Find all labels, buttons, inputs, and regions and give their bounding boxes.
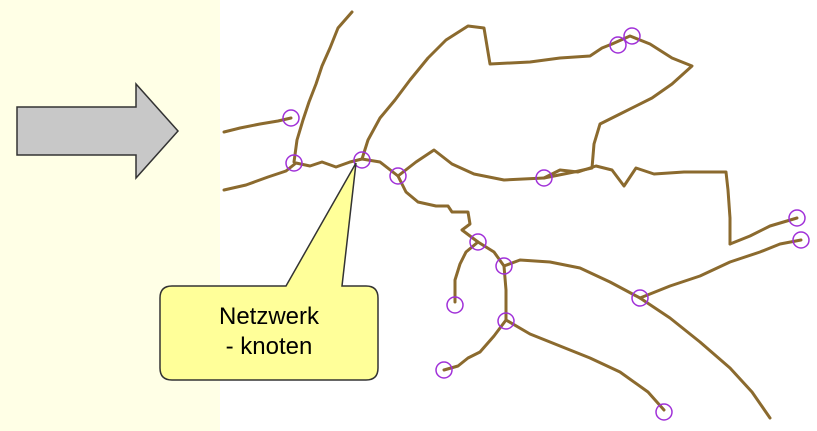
- network-node: [469, 233, 487, 251]
- network-node: [535, 169, 553, 187]
- network-node: [285, 154, 303, 172]
- network-node: [353, 151, 371, 169]
- network-node: [609, 36, 627, 54]
- network-node: [446, 296, 464, 314]
- network-edge: [360, 24, 694, 180]
- network-edge: [453, 240, 480, 304]
- network-edge: [222, 157, 400, 192]
- network-edge: [542, 164, 732, 246]
- network-node: [792, 231, 810, 249]
- network-edge: [502, 258, 642, 300]
- right-arrow-icon: [16, 82, 180, 180]
- network-edge: [638, 238, 803, 300]
- network-node: [623, 27, 641, 45]
- network-node: [655, 403, 673, 421]
- network-edge: [504, 318, 666, 412]
- network-lines: [222, 10, 803, 420]
- network-node: [497, 312, 515, 330]
- network-node: [282, 109, 300, 127]
- network-node: [631, 289, 649, 307]
- network-edge: [292, 10, 354, 164]
- callout-bubble: [159, 162, 379, 381]
- callout-line-2: - knoten: [225, 333, 313, 360]
- network-edge: [442, 318, 508, 372]
- network-edge: [396, 174, 506, 268]
- network-node: [389, 167, 407, 185]
- network-edge: [638, 296, 772, 420]
- network-edge: [396, 148, 546, 182]
- network-edge: [728, 216, 799, 246]
- network-nodes: [282, 27, 810, 421]
- network-node: [495, 257, 513, 275]
- network-node: [788, 209, 806, 227]
- network-edge: [222, 116, 293, 134]
- callout-label: Netzwerk - knoten: [160, 302, 378, 362]
- network-node: [435, 361, 453, 379]
- callout-line-1: Netzwerk: [218, 303, 320, 330]
